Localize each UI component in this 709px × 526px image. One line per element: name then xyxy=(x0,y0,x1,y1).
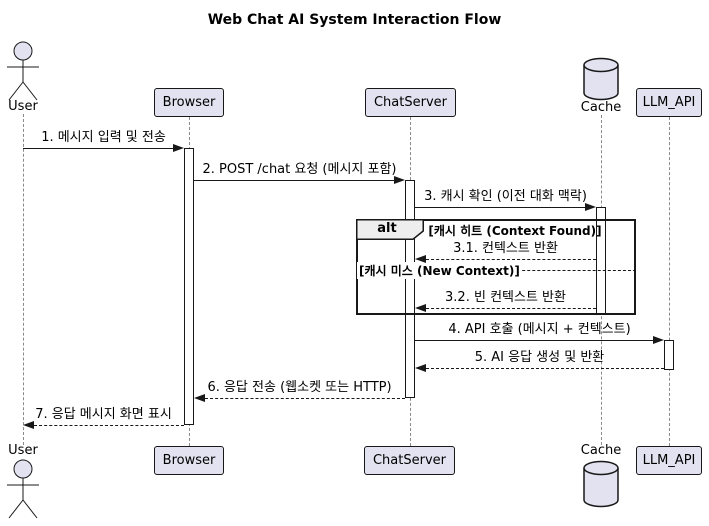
participant-label-llm-api-top: LLM_API xyxy=(642,95,696,110)
message-3-arrowhead xyxy=(585,203,596,211)
message-6-line xyxy=(205,398,405,399)
alt-condition-miss: [캐시 미스 (New Context)] xyxy=(357,262,522,279)
participant-label-user-top: User xyxy=(8,99,38,114)
message-5-label: 5. AI 응답 생성 및 반환 xyxy=(474,350,605,365)
lifeline-llm-api xyxy=(669,117,670,446)
participant-browser-bottom: Browser xyxy=(154,446,224,475)
participant-label-user-bottom: User xyxy=(8,443,38,458)
database-icon-bottom xyxy=(582,460,620,508)
participant-llm-api-top: LLM_API xyxy=(636,88,702,117)
database-icon-top xyxy=(582,57,620,101)
alt-operator-pentagon xyxy=(356,219,424,240)
participant-chatserver-bottom: ChatServer xyxy=(364,446,455,475)
message-3-2-label: 3.2. 빈 컨텍스트 반환 xyxy=(445,290,566,305)
message-4-line xyxy=(415,340,653,341)
participant-label-cache-top: Cache xyxy=(580,100,622,115)
message-5-arrowhead xyxy=(415,364,426,372)
message-2-line xyxy=(194,180,394,181)
activation-chatserver xyxy=(405,180,415,398)
activation-browser xyxy=(184,148,194,425)
message-1-line xyxy=(23,148,173,149)
activation-llm-api xyxy=(664,340,674,370)
message-3-1-line xyxy=(426,259,596,260)
message-2-arrowhead xyxy=(394,176,405,184)
message-3-2-line xyxy=(426,308,596,309)
message-6-arrowhead xyxy=(194,394,205,402)
message-7-line xyxy=(34,425,184,426)
participant-label-browser-bottom: Browser xyxy=(162,453,216,468)
diagram-title: Web Chat AI System Interaction Flow xyxy=(207,12,502,28)
participant-label-chatserver-bottom: ChatServer xyxy=(372,453,446,468)
message-3-label: 3. 캐시 확인 (이전 대화 맥락) xyxy=(424,189,587,204)
participant-label-llm-api-bottom: LLM_API xyxy=(642,453,696,468)
message-3-2-arrowhead xyxy=(415,304,426,312)
message-3-1-label: 3.1. 컨텍스트 반환 xyxy=(453,241,558,256)
message-1-label: 1. 메시지 입력 및 전송 xyxy=(41,130,166,145)
lifeline-user xyxy=(23,114,24,445)
message-2-label: 2. POST /chat 요청 (메시지 포함) xyxy=(202,162,397,177)
participant-llm-api-bottom: LLM_API xyxy=(636,446,702,475)
actor-icon-bottom xyxy=(5,459,41,519)
message-7-label: 7. 응답 메시지 화면 표시 xyxy=(35,407,172,422)
alt-operator-label: alt xyxy=(377,221,397,236)
message-3-1-arrowhead xyxy=(415,255,426,263)
message-1-arrowhead xyxy=(173,144,184,152)
message-6-label: 6. 응답 전송 (웹소켓 또는 HTTP) xyxy=(207,380,392,395)
message-4-label: 4. API 호출 (메시지 + 컨텍스트) xyxy=(448,322,631,337)
participant-label-browser-top: Browser xyxy=(162,95,216,110)
participant-browser-top: Browser xyxy=(154,88,224,117)
alt-condition-hit: [캐시 히트 (Context Found)] xyxy=(428,224,602,238)
participant-label-chatserver-top: ChatServer xyxy=(373,95,447,110)
message-3-line xyxy=(415,207,585,208)
message-7-arrowhead xyxy=(23,421,34,429)
message-4-arrowhead xyxy=(653,336,664,344)
participant-chatserver-top: ChatServer xyxy=(365,88,456,117)
message-5-line xyxy=(426,368,664,369)
actor-icon xyxy=(5,41,41,101)
participant-label-cache-bottom: Cache xyxy=(580,443,622,458)
